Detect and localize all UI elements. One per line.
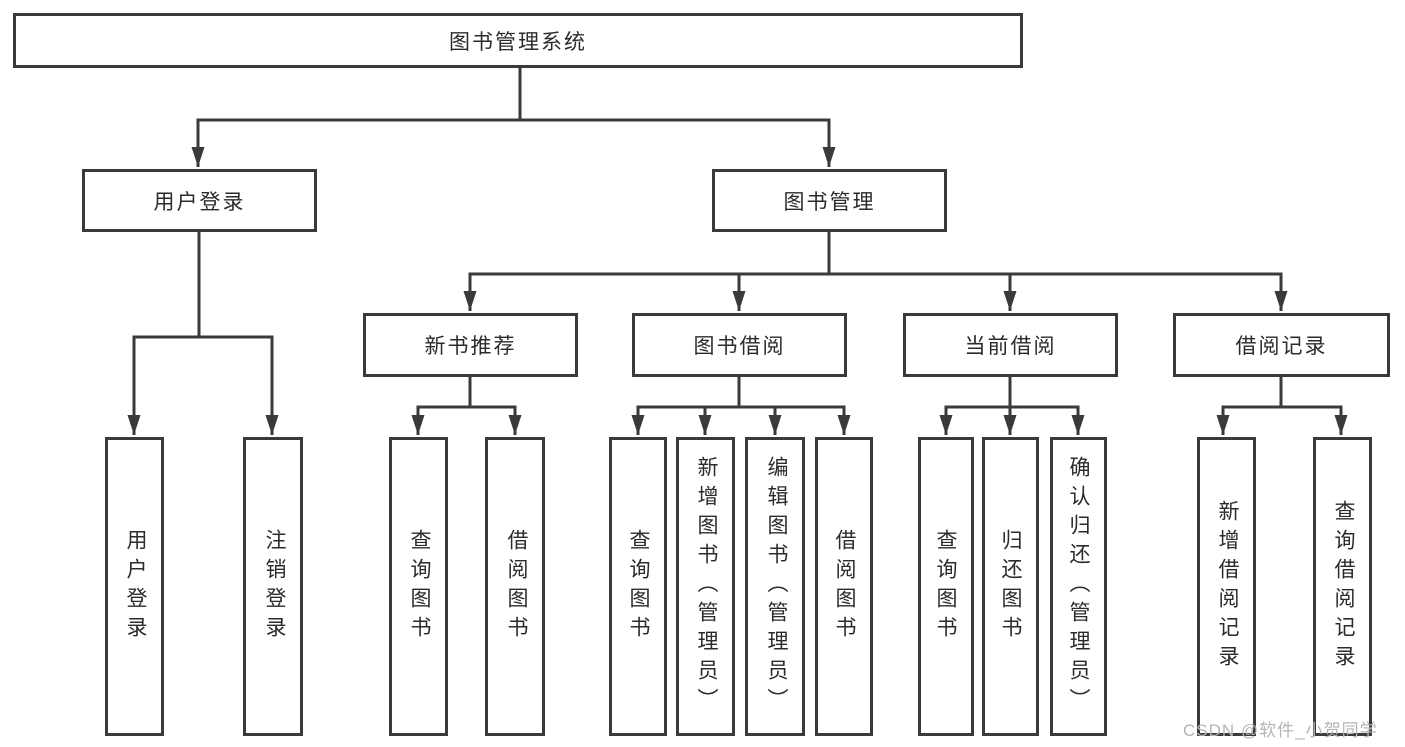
connector-book-mgmt-split	[463, 231, 1288, 311]
connector-root-split	[191, 66, 836, 167]
leaf-borrow-books-newbooks: 借阅图书	[485, 437, 545, 736]
leaf-user-login: 用户登录	[105, 437, 164, 736]
node-new-books: 新书推荐	[363, 313, 578, 377]
leaf-logout-login: 注销登录	[243, 437, 303, 736]
leaf-borrow-books-borrow: 借阅图书	[815, 437, 873, 736]
node-book-borrow: 图书借阅	[632, 313, 847, 377]
leaf-add-book-admin: 新增图书（管理员）	[676, 437, 735, 736]
node-book-mgmt: 图书管理	[712, 169, 947, 232]
leaf-query-borrow-record: 查询借阅记录	[1313, 437, 1372, 736]
leaf-query-books-current: 查询图书	[918, 437, 974, 736]
leaf-confirm-return-admin: 确认归还（管理员）	[1050, 437, 1107, 736]
node-user-login: 用户登录	[82, 169, 317, 232]
root-node: 图书管理系统	[13, 13, 1023, 68]
csdn-watermark: CSDN @软件_小贺同学	[1183, 721, 1378, 740]
leaf-query-books-borrow: 查询图书	[609, 437, 667, 736]
leaf-add-borrow-record: 新增借阅记录	[1197, 437, 1256, 736]
connector-borrow-records-split	[1216, 375, 1348, 435]
connector-book-borrow-split	[631, 375, 851, 435]
connector-current-borrow-split	[939, 375, 1085, 435]
node-borrow-records: 借阅记录	[1173, 313, 1390, 377]
connector-user-login-split	[127, 231, 279, 435]
leaf-edit-book-admin: 编辑图书（管理员）	[745, 437, 805, 736]
leaf-return-books: 归还图书	[982, 437, 1039, 736]
connector-new-books-split	[411, 375, 522, 435]
leaf-query-books-newbooks: 查询图书	[389, 437, 448, 736]
node-current-borrow: 当前借阅	[903, 313, 1118, 377]
